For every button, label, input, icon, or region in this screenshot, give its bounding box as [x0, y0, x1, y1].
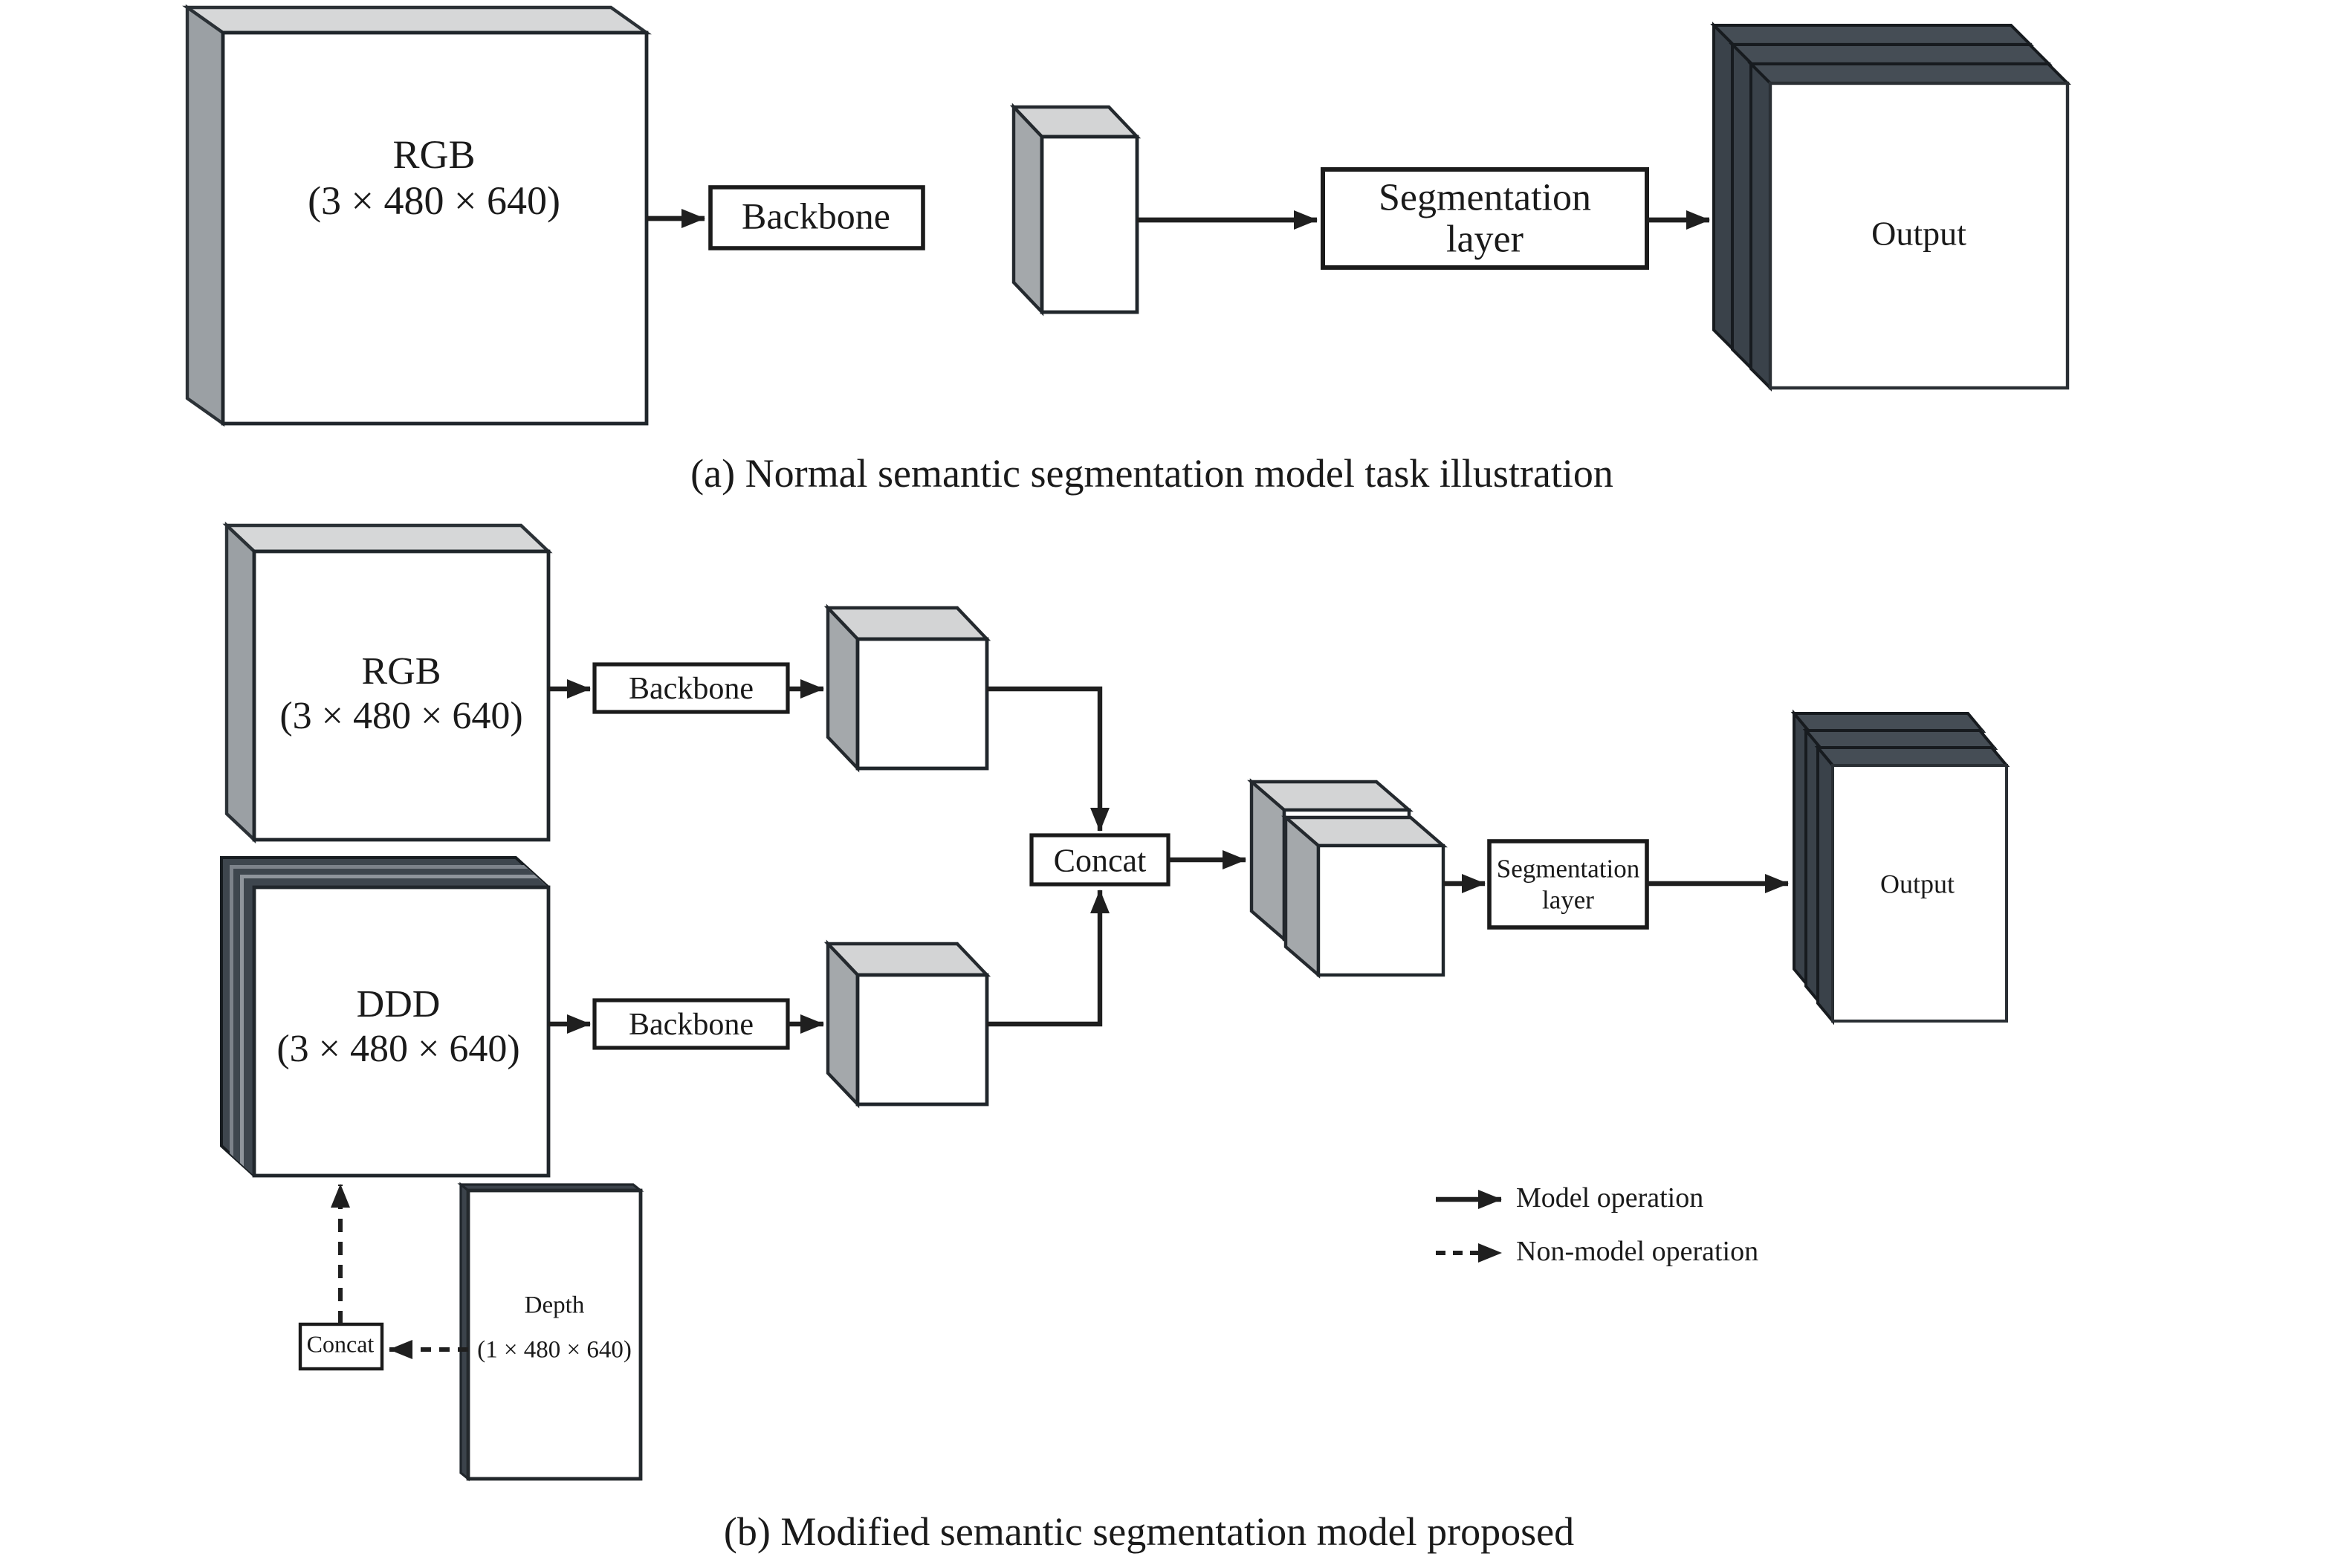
output-sheet-front: [1747, 60, 2071, 392]
caption-a: (a) Normal semantic segmentation model t…: [690, 450, 1613, 496]
backbone-rgb-box-b: [592, 662, 790, 714]
ddd-input-label-b: DDD (3 × 480 × 640): [276, 982, 519, 1072]
slab-top-face: [222, 523, 553, 554]
connector-cube-ddd-to-concat: [987, 890, 1110, 1027]
backbone-ddd-label-b: Backbone: [629, 1005, 754, 1042]
output-stack-a: [1710, 22, 2071, 392]
output-label-a: Output: [1871, 215, 1966, 253]
legend: [1436, 1190, 1502, 1263]
segmentation-box-b: [1487, 839, 1649, 930]
output-sheet-front: [1814, 743, 2010, 1026]
rgb-dims-b: (3 × 480 × 640): [279, 694, 523, 737]
rgb-dims-a: (3 × 480 × 640): [308, 178, 560, 223]
rgb-name-b: RGB: [361, 649, 441, 693]
ddd-input-slab-b: [220, 856, 551, 1178]
legend-non-model-operation-label: Non-model operation: [1516, 1237, 1759, 1269]
panel-b: [220, 521, 2010, 1482]
concatenated-cubes: [1247, 778, 1448, 979]
depth-dims: (1 × 480 × 640): [477, 1335, 632, 1363]
rgb-input-label-b: RGB (3 × 480 × 640): [279, 649, 522, 739]
concat-features-box: [1029, 833, 1170, 887]
concat-depth-label: Concat: [306, 1332, 375, 1358]
rgb-input-slab-b: [222, 521, 553, 844]
feature-cube-a: [1009, 103, 1142, 317]
rgb-name-a: RGB: [392, 132, 476, 177]
depth-name: Depth: [524, 1290, 585, 1319]
feature-cube-ddd-b: [823, 939, 991, 1109]
cube-front-face: [1040, 135, 1139, 314]
output-label-b: Output: [1879, 869, 1955, 899]
backbone-ddd-box-b: [592, 998, 790, 1050]
slab-front-face: [221, 30, 649, 426]
slab-front-face: [252, 885, 551, 1178]
legend-model-operation-label: Model operation: [1516, 1183, 1704, 1215]
output-stack-b: [1790, 709, 2010, 1026]
segmentation-label-a: Segmentation layer: [1379, 175, 1591, 260]
rgb-input-slab-a: [182, 4, 652, 427]
slab-side-face: [224, 521, 256, 844]
cube-side-face: [1011, 103, 1044, 317]
ddd-dims-b: (3 × 480 × 640): [276, 1027, 520, 1070]
backbone-box-a: [708, 185, 925, 250]
concat-features-label: Concat: [1053, 841, 1147, 879]
segmentation-label-b: Segmentation layer: [1496, 853, 1640, 914]
depth-input-box: [457, 1182, 644, 1482]
ddd-name-b: DDD: [356, 982, 441, 1026]
rgb-input-label-a: RGB (3 × 480 × 640): [308, 132, 560, 224]
cube-front: [1281, 814, 1448, 979]
backbone-rgb-label-b: Backbone: [629, 670, 754, 706]
connector-cube-rgb-to-concat: [987, 686, 1110, 832]
panel-a: [182, 4, 2071, 427]
depth-input-label: Depth (1 × 480 × 640): [477, 1283, 632, 1372]
backbone-label-a: Backbone: [742, 197, 890, 238]
feature-cube-rgb-b: [823, 603, 991, 773]
slab-side-face: [185, 4, 225, 427]
segmentation-box-a: [1321, 167, 1649, 270]
slab-top-face: [182, 5, 652, 35]
caption-b: (b) Modified semantic segmentation model…: [723, 1509, 1575, 1554]
slab-front-face: [252, 549, 551, 842]
